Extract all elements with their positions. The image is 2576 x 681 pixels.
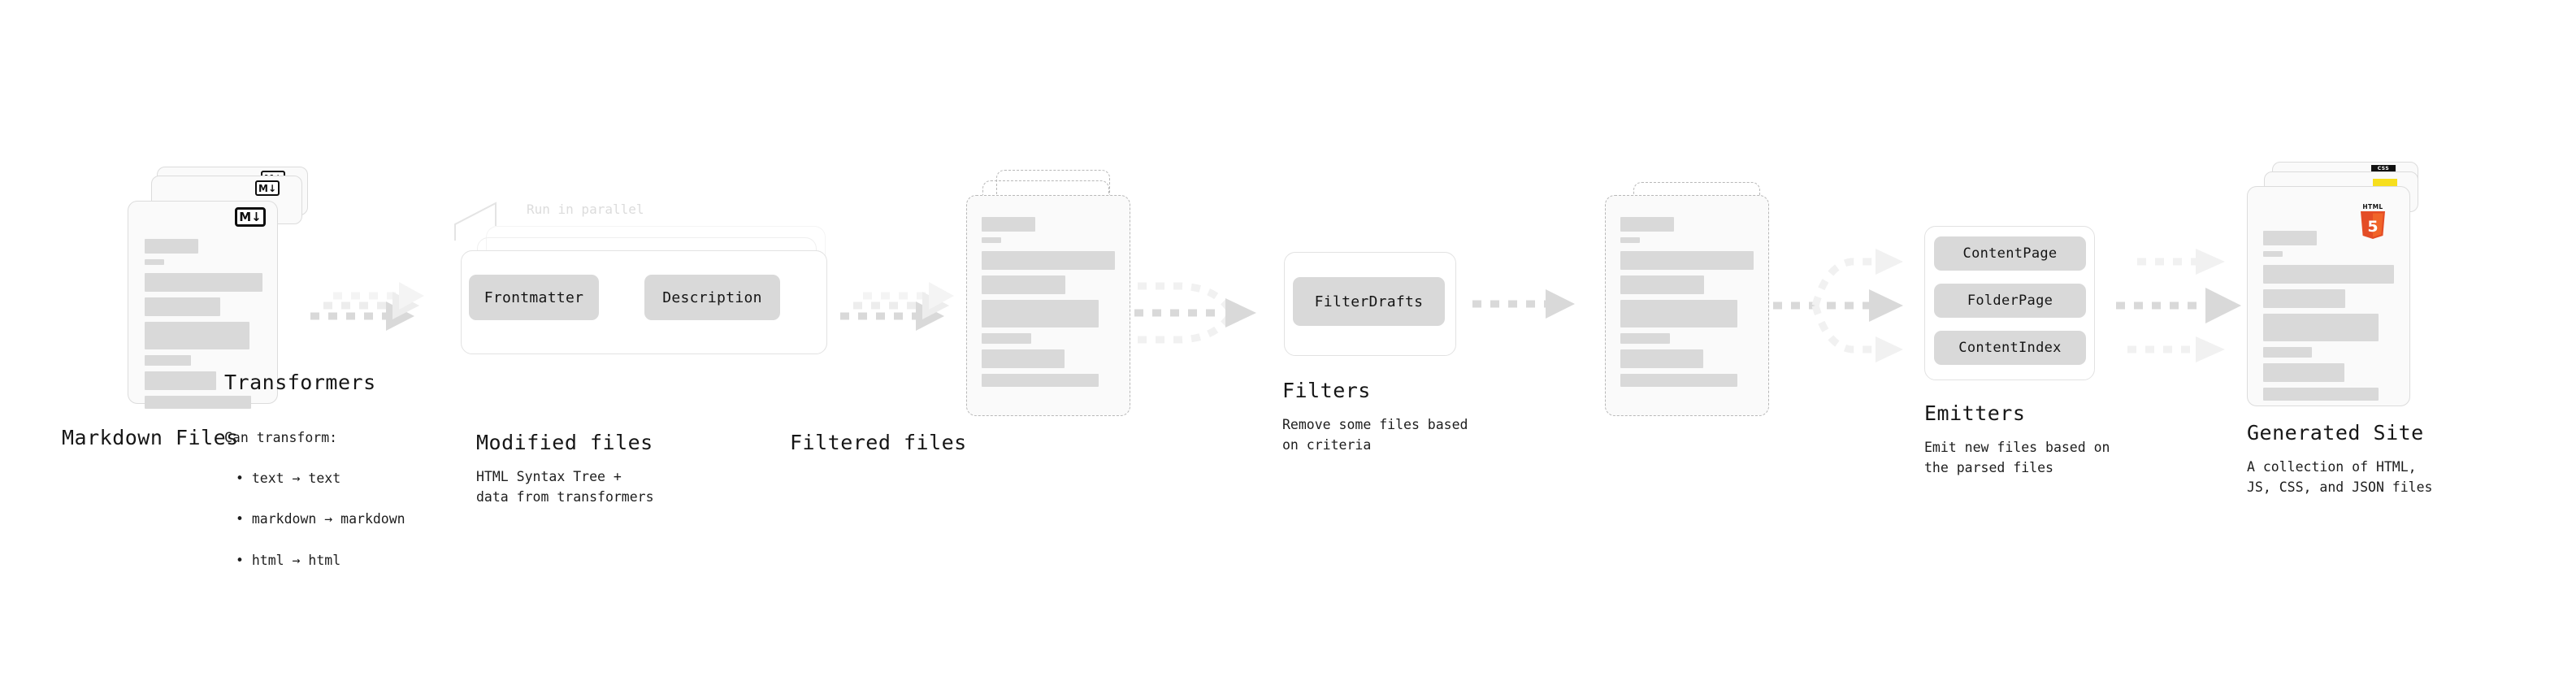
html5-icon: HTML 5 [2359, 203, 2387, 239]
markdown-icon-back-1: M↓ [255, 180, 280, 196]
content-bar [145, 259, 164, 265]
content-bar [1620, 237, 1640, 243]
markdown-icon: M↓ [235, 207, 266, 227]
transformer-chip-label: Description [662, 288, 762, 306]
content-bar [145, 297, 220, 316]
arrow-transformers-to-modified [840, 282, 954, 331]
filtered-files-title: Filtered files [790, 431, 967, 454]
filters-desc: Remove some files based on criteria [1282, 417, 1468, 453]
modified-files-title: Modified files [476, 431, 653, 454]
arrow-emitters-to-site [2116, 249, 2241, 362]
arrow-markdown-to-transformers [310, 282, 424, 331]
markdown-card-content [145, 239, 262, 414]
content-bar [982, 349, 1065, 368]
transformer-chip-description[interactable]: Description [644, 275, 780, 320]
run-in-parallel-label: Run in parallel [527, 202, 644, 217]
content-bar [982, 237, 1001, 243]
emitter-chip-label: ContentIndex [1958, 340, 2062, 356]
content-bar [2263, 265, 2394, 284]
parallel-bracket [454, 202, 497, 241]
modified-card-front [966, 195, 1130, 416]
content-bar [1620, 374, 1738, 387]
transformers-desc-line: Can transform: [224, 430, 338, 446]
content-bar [2263, 289, 2346, 308]
transformers-title: Transformers [224, 371, 376, 394]
generated-site-title: Generated Site [2247, 421, 2424, 445]
emitter-chip-label: ContentPage [1962, 245, 2058, 262]
filtered-card-content [1620, 217, 1754, 393]
filter-chip-label: FilterDrafts [1314, 293, 1424, 310]
content-bar [982, 275, 1066, 294]
generated-site-desc: A collection of HTML, JS, CSS, and JSON … [2247, 459, 2433, 496]
content-bar [2263, 363, 2344, 382]
content-bar [145, 396, 251, 409]
content-bar [2263, 347, 2312, 358]
filters-title: Filters [1282, 379, 1371, 402]
filter-chip-filterdrafts[interactable]: FilterDrafts [1293, 277, 1445, 326]
transformers-desc: Can transform: • text → text • markdown … [224, 407, 405, 591]
content-bar [1620, 333, 1670, 344]
content-bar [2263, 314, 2379, 341]
content-bar [2263, 251, 2283, 257]
css-icon-label: CSS [2377, 166, 2390, 171]
markdown-card-front [128, 201, 278, 409]
markdown-files-title: Markdown Files [62, 426, 239, 449]
modified-files-desc: HTML Syntax Tree + data from transformer… [476, 469, 654, 505]
emitter-chip-contentpage[interactable]: ContentPage [1934, 236, 2086, 271]
content-bar [982, 300, 1099, 327]
content-bar [2263, 388, 2379, 401]
emitter-chip-contentindex[interactable]: ContentIndex [1934, 331, 2086, 365]
html5-icon-label: HTML [2362, 203, 2383, 210]
content-bar [1620, 251, 1754, 270]
content-bar [982, 374, 1099, 387]
content-bar [145, 273, 262, 292]
content-bar [982, 217, 1035, 232]
content-bar [1620, 349, 1703, 368]
content-bar [2263, 231, 2317, 245]
content-bar [982, 333, 1031, 344]
arrow-modified-to-filters [1134, 282, 1256, 344]
html5-icon-digit: 5 [2367, 218, 2378, 236]
content-bar [1620, 217, 1674, 232]
transformers-desc-line: • html → html [236, 552, 341, 568]
transformers-desc-line: • markdown → markdown [236, 511, 405, 527]
content-bar [1620, 275, 1705, 294]
arrow-filters-to-filtered [1472, 289, 1575, 319]
modified-card-content [982, 217, 1115, 393]
site-card-content [2263, 231, 2394, 406]
arrow-filtered-to-emitters [1773, 249, 1903, 362]
content-bar [982, 251, 1115, 270]
emitter-chip-label: FolderPage [1967, 293, 2053, 309]
stage-generated-site: CSS HTML 5 [0, 0, 2576, 495]
content-bar [145, 355, 191, 366]
filtered-card-front [1605, 195, 1769, 416]
emitters-desc: Emit new files based on the parsed files [1924, 440, 2110, 476]
transformers-desc-line: • text → text [236, 471, 341, 487]
emitters-title: Emitters [1924, 401, 2026, 425]
content-bar [145, 371, 217, 390]
content-bar [145, 239, 198, 254]
content-bar [1620, 300, 1738, 327]
content-bar [145, 322, 250, 349]
transformer-chip-frontmatter[interactable]: Frontmatter [469, 275, 599, 320]
emitter-chip-folderpage[interactable]: FolderPage [1934, 284, 2086, 318]
transformer-chip-label: Frontmatter [484, 288, 584, 306]
